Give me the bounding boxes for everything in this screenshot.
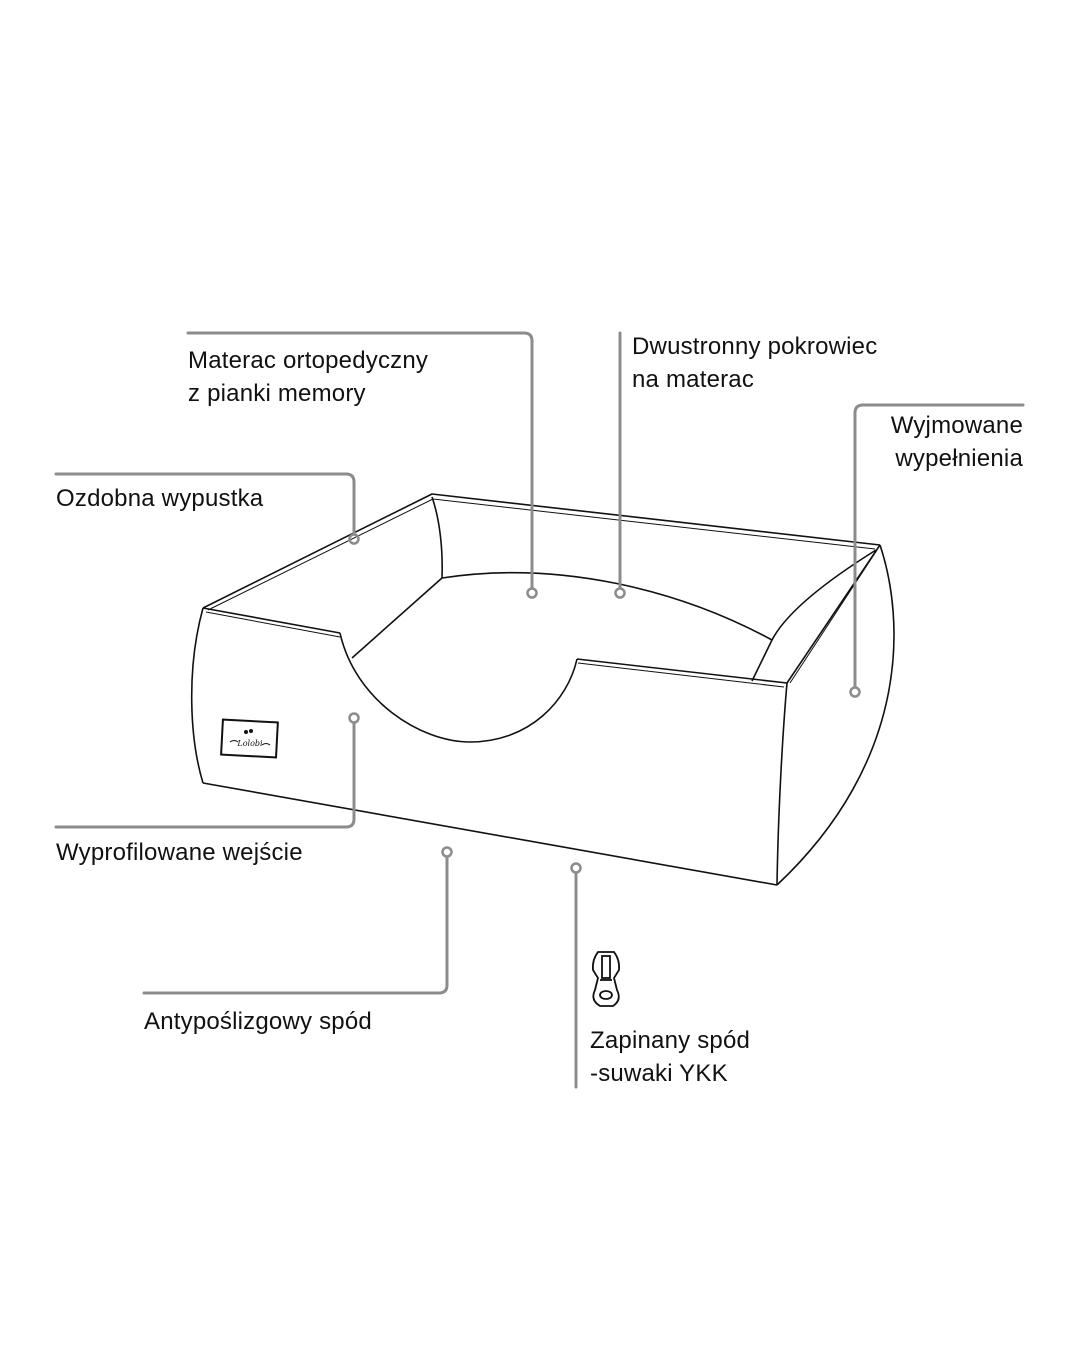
zipper-icon <box>591 951 621 1007</box>
callout-antislip <box>142 855 449 995</box>
brand-tag: Lolobi <box>220 718 279 759</box>
bottom-edge <box>202 782 778 886</box>
bed-outline <box>190 493 895 886</box>
label-line: Materac ortopedyczny <box>188 347 429 374</box>
label-line: Dwustronny pokrowiec <box>632 333 878 360</box>
callout-lines <box>54 331 1025 1089</box>
inner-back-corner <box>431 496 443 579</box>
label-antislip: Antypoślizgowy spód <box>144 1008 372 1035</box>
left-face <box>190 607 204 784</box>
label-line: -suwaki YKK <box>590 1060 728 1087</box>
rim-left-front <box>202 607 341 634</box>
label-zipper: Zapinany spód -suwaki YKK <box>590 1024 750 1090</box>
right-face <box>776 544 895 886</box>
label-cover: Dwustronny pokrowiec na materac <box>632 330 877 396</box>
label-mattress: Materac ortopedyczny z pianki memory <box>188 344 428 410</box>
label-line: Zapinany spód <box>590 1027 751 1054</box>
rim-back-edge <box>202 493 881 609</box>
label-line: na materac <box>632 366 755 393</box>
label-entrance: Wyprofilowane wejście <box>56 839 303 866</box>
label-line: Wyjmowane <box>890 412 1023 439</box>
inner-right-wall <box>751 549 877 682</box>
label-piping: Ozdobna wypustka <box>56 485 264 512</box>
label-fillings: Wyjmowane wypełnienia <box>891 409 1023 475</box>
mattress-back-edge <box>441 571 773 641</box>
label-line: z pianki memory <box>188 380 366 407</box>
entrance-notch <box>339 632 578 743</box>
callout-piping <box>54 472 356 536</box>
mattress-left-edge <box>351 577 443 659</box>
callout-fillings <box>853 403 1025 689</box>
callout-mattress <box>186 331 534 590</box>
svg-text:Lolobi: Lolobi <box>236 739 263 748</box>
label-line: wypełnienia <box>895 445 1023 472</box>
callout-entrance <box>54 721 356 829</box>
front-corner <box>776 682 788 886</box>
